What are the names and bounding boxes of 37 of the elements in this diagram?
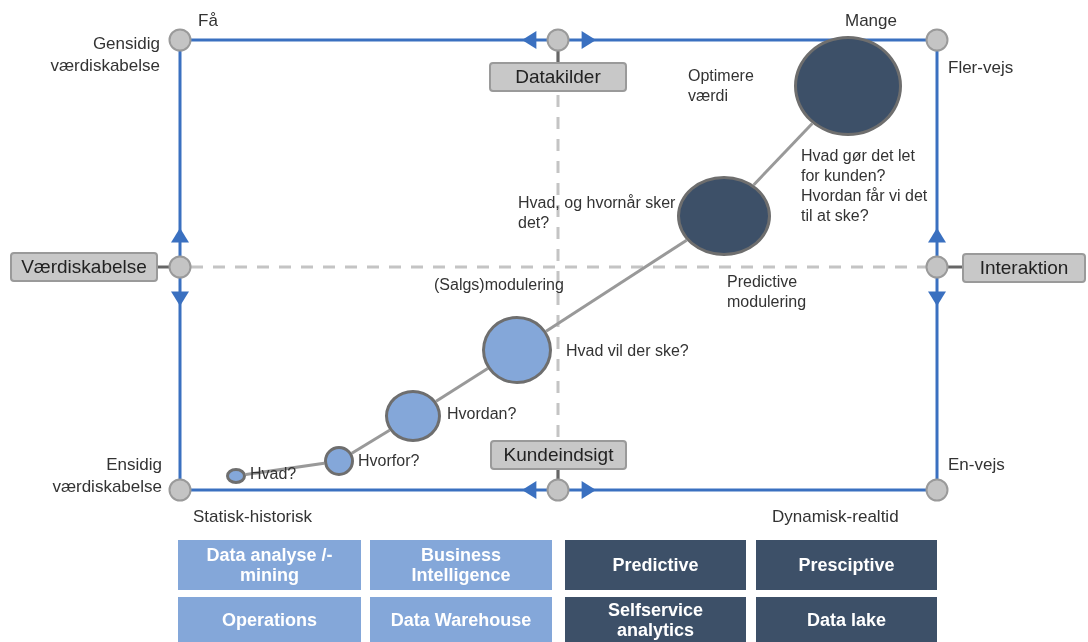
axis-label: En-vejs (948, 454, 1006, 476)
axis-label: Mange (845, 10, 898, 32)
stage-bubble (226, 468, 246, 484)
category-tile: Predictive (565, 540, 746, 590)
axis-label: Fler-vejs (948, 57, 1015, 79)
stage-caption: Hvad? (250, 464, 298, 484)
stage-caption: Hvad, og hvornår sker det? (518, 193, 677, 233)
stage-bubble (324, 446, 354, 476)
stage-caption: Hvad gør det let for kunden? Hvordan får vi det til at ske? (801, 146, 929, 226)
axis-tag: Værdiskabelse (10, 252, 158, 282)
connector-line (545, 238, 688, 333)
axis-tag: Interaktion (962, 253, 1086, 283)
category-tile: Operations (178, 597, 361, 642)
stage-caption: (Salgs)modulering (434, 275, 565, 295)
axis-label: Gensidig værdiskabelse (49, 33, 160, 77)
stage-caption: Hvad vil der ske? (566, 341, 690, 361)
axis-label: Ensidig værdiskabelse (51, 454, 162, 498)
connector-line (245, 461, 325, 477)
axis-label: Statisk-historisk (193, 506, 314, 528)
axis-tag: Kundeindsigt (490, 440, 627, 470)
stage-caption: Hvordan? (447, 404, 518, 424)
category-tile: Selfservice analytics (565, 597, 746, 642)
stage-bubble (385, 390, 441, 442)
axis-label: Få (198, 10, 219, 32)
category-tile: Business Intelligence (370, 540, 552, 590)
axis-label: Dynamisk-realtid (772, 506, 900, 528)
category-tile: Presciptive (756, 540, 937, 590)
stage-caption: Predictive modulering (727, 272, 808, 312)
stage-caption: Optimere værdi (688, 66, 755, 106)
axis-tag: Datakilder (489, 62, 627, 92)
category-tile: Data lake (756, 597, 937, 642)
category-tile: Data Warehouse (370, 597, 552, 642)
stage-caption: Hvorfor? (358, 451, 421, 471)
connector-line (752, 122, 814, 186)
connector-line (435, 367, 489, 403)
category-tile: Data analyse /-mining (178, 540, 361, 590)
connector-line (351, 428, 391, 455)
